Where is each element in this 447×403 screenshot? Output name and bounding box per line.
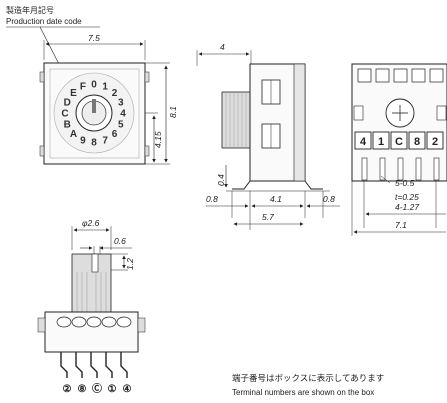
dial-char: A xyxy=(70,129,77,140)
terminal-box xyxy=(426,131,444,150)
note-jp: 端子番号はボックスに表示してあります xyxy=(232,373,384,384)
side-thickness-dim: 0.4 xyxy=(216,174,226,186)
dial-char: D xyxy=(64,97,71,108)
terminal-note: 端子番号はボックスに表示してあります Terminal numbers are … xyxy=(232,373,384,397)
bottom-span-dim: 4-1.27 xyxy=(395,202,419,212)
terminal-box xyxy=(390,131,408,150)
dial-char: 4 xyxy=(120,109,126,120)
terminal-order-label: ⑧ xyxy=(78,384,87,395)
side-offset-right-dim: 0.8 xyxy=(323,194,335,204)
note-en: Terminal numbers are shown on the box xyxy=(232,388,374,397)
dial-char: 5 xyxy=(118,120,124,131)
lower-slot-depth-dim: 1.2 xyxy=(125,258,135,270)
terminal-box-label: 8 xyxy=(414,136,420,148)
terminal-order-label: ① xyxy=(108,384,117,395)
dial-char: 2 xyxy=(112,88,118,99)
dial-char: 0 xyxy=(91,80,97,91)
lower-ovals xyxy=(56,316,132,328)
side-total-width-dim: 5.7 xyxy=(262,212,274,222)
terminal-box xyxy=(354,131,372,150)
terminal-box-label: 1 xyxy=(378,136,384,148)
lower-slot-width-dim: 0.6 xyxy=(114,236,126,246)
dial-char: 6 xyxy=(112,129,118,140)
front-width-dim: 7.5 xyxy=(88,33,100,43)
lower-view: φ2.6 0.6 1.2 xyxy=(37,218,146,395)
lower-shaft-dia-dim: φ2.6 xyxy=(82,218,100,228)
bottom-thickness-dim: t=0.25 xyxy=(395,192,419,202)
dial-char: 8 xyxy=(91,138,97,149)
dial-char: E xyxy=(70,88,77,99)
terminal-box xyxy=(408,131,426,150)
bottom-total-dim: 7.1 xyxy=(395,220,407,230)
terminal-box-label: 4 xyxy=(360,136,367,148)
terminal-order-label: ② xyxy=(63,384,72,395)
dial-char: 1 xyxy=(102,82,108,93)
terminal-order-label: ④ xyxy=(123,384,132,395)
terminal-box-label: 2 xyxy=(432,136,438,148)
production-label-en: Production date code xyxy=(6,17,82,26)
side-top-width-dim: 4 xyxy=(220,42,225,52)
production-label-jp: 製造年月記号 xyxy=(6,5,54,15)
side-offset-mid-dim: 4.1 xyxy=(270,194,282,204)
front-center-height-dim: 4.15 xyxy=(153,131,163,148)
dial-char: C xyxy=(61,109,68,120)
lower-leads xyxy=(60,352,128,378)
front-height-dim: 8.1 xyxy=(168,106,178,118)
terminal-box-label: C xyxy=(395,136,403,148)
dial-char: B xyxy=(64,120,71,131)
side-view: 4 0.4 0.8 4.1 0.8 5.7 xyxy=(196,42,340,230)
terminal-box xyxy=(372,131,390,150)
dial-char: F xyxy=(80,82,86,93)
dial-char: 9 xyxy=(80,135,86,146)
side-offset-left-dim: 0.8 xyxy=(206,194,218,204)
bottom-pitch-dim: 5-0.5 xyxy=(395,178,415,188)
dial-char: 7 xyxy=(102,135,108,146)
terminal-order-label: Ⓒ xyxy=(92,382,102,395)
dial-char: 3 xyxy=(118,97,124,108)
production-date-label: 製造年月記号 Production date code xyxy=(6,5,100,67)
